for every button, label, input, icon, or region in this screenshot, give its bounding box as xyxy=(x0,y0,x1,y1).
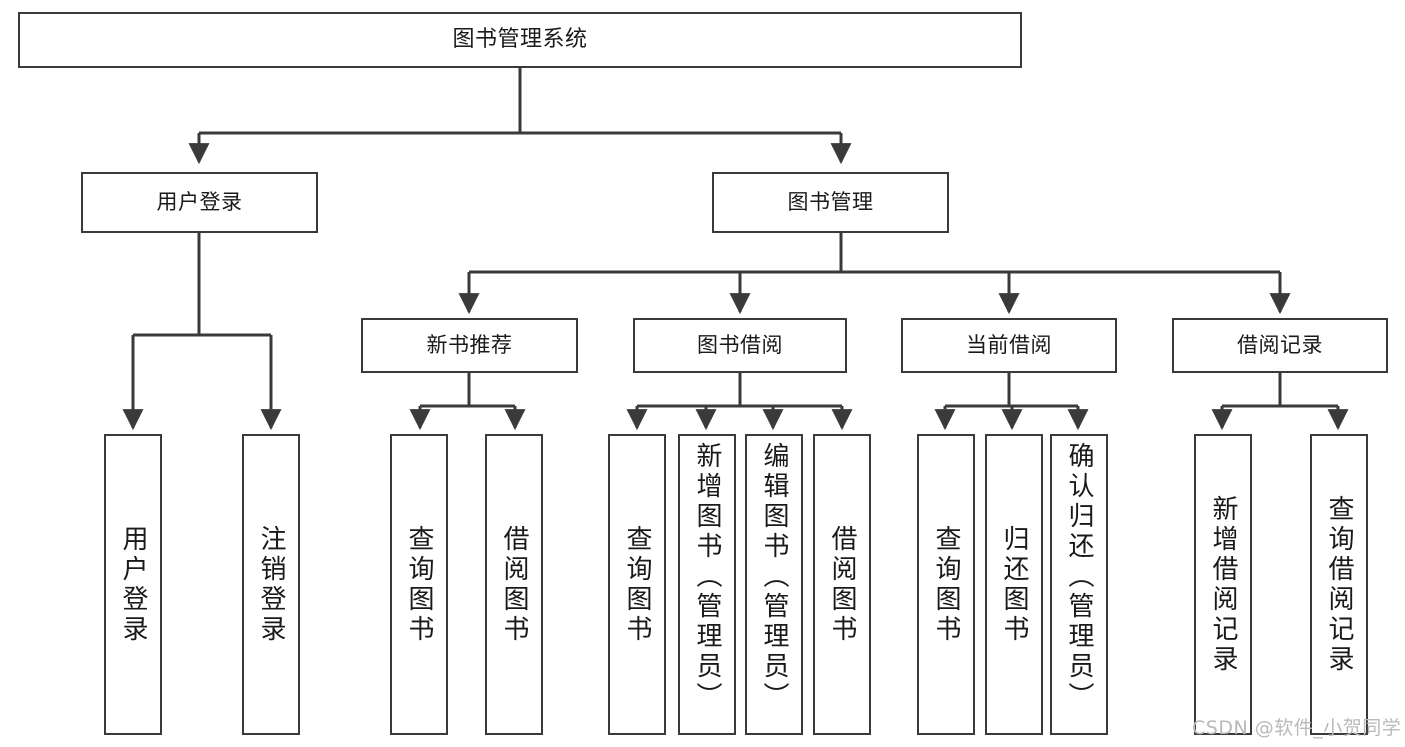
leaf-recommend-query-book-label: 查询图书 xyxy=(404,524,434,645)
leaf-current-query-book-label: 查询图书 xyxy=(931,524,961,645)
node-borrow-record-label: 借阅记录 xyxy=(1237,333,1323,358)
leaf-borrow-add-book-admin-label: 新增图书（管理员） xyxy=(692,442,722,712)
leaf-borrow-query-book[interactable]: 查询图书 xyxy=(608,434,666,735)
leaf-user-login-signout-label: 注销登录 xyxy=(256,524,286,645)
leaf-borrow-add-book-admin[interactable]: 新增图书（管理员） xyxy=(678,434,736,735)
node-new-book-recommend[interactable]: 新书推荐 xyxy=(361,318,578,373)
node-current-borrow[interactable]: 当前借阅 xyxy=(901,318,1117,373)
csdn-watermark: CSDN @软件_小贺同学 xyxy=(1192,717,1402,739)
leaf-record-add-record[interactable]: 新增借阅记录 xyxy=(1194,434,1252,735)
leaf-current-return-book-label: 归还图书 xyxy=(999,524,1029,645)
node-user-login[interactable]: 用户登录 xyxy=(81,172,318,233)
leaf-user-login-signin-label: 用户登录 xyxy=(118,524,148,645)
leaf-recommend-borrow-book[interactable]: 借阅图书 xyxy=(485,434,543,735)
node-book-management[interactable]: 图书管理 xyxy=(712,172,949,233)
leaf-record-query-record-label: 查询借阅记录 xyxy=(1324,494,1354,675)
leaf-borrow-query-book-label: 查询图书 xyxy=(622,524,652,645)
node-user-login-label: 用户登录 xyxy=(156,190,243,215)
leaf-current-query-book[interactable]: 查询图书 xyxy=(917,434,975,735)
leaf-user-login-signout[interactable]: 注销登录 xyxy=(242,434,300,735)
leaf-borrow-borrow-book-label: 借阅图书 xyxy=(827,524,857,645)
leaf-record-query-record[interactable]: 查询借阅记录 xyxy=(1310,434,1368,735)
node-root-system[interactable]: 图书管理系统 xyxy=(18,12,1022,68)
leaf-current-confirm-return-admin-label: 确认归还（管理员） xyxy=(1064,442,1094,712)
leaf-borrow-borrow-book[interactable]: 借阅图书 xyxy=(813,434,871,735)
leaf-record-add-record-label: 新增借阅记录 xyxy=(1208,494,1238,675)
leaf-recommend-borrow-book-label: 借阅图书 xyxy=(499,524,529,645)
node-root-system-label: 图书管理系统 xyxy=(452,27,588,53)
leaf-user-login-signin[interactable]: 用户登录 xyxy=(104,434,162,735)
leaf-borrow-edit-book-admin[interactable]: 编辑图书（管理员） xyxy=(745,434,803,735)
node-book-management-label: 图书管理 xyxy=(787,190,874,215)
leaf-current-return-book[interactable]: 归还图书 xyxy=(985,434,1043,735)
node-book-borrow[interactable]: 图书借阅 xyxy=(633,318,847,373)
node-book-borrow-label: 图书借阅 xyxy=(697,333,783,358)
node-current-borrow-label: 当前借阅 xyxy=(966,333,1052,358)
node-borrow-record[interactable]: 借阅记录 xyxy=(1172,318,1388,373)
leaf-current-confirm-return-admin[interactable]: 确认归还（管理员） xyxy=(1050,434,1108,735)
leaf-recommend-query-book[interactable]: 查询图书 xyxy=(390,434,448,735)
node-new-book-recommend-label: 新书推荐 xyxy=(426,333,513,358)
leaf-borrow-edit-book-admin-label: 编辑图书（管理员） xyxy=(759,442,789,712)
